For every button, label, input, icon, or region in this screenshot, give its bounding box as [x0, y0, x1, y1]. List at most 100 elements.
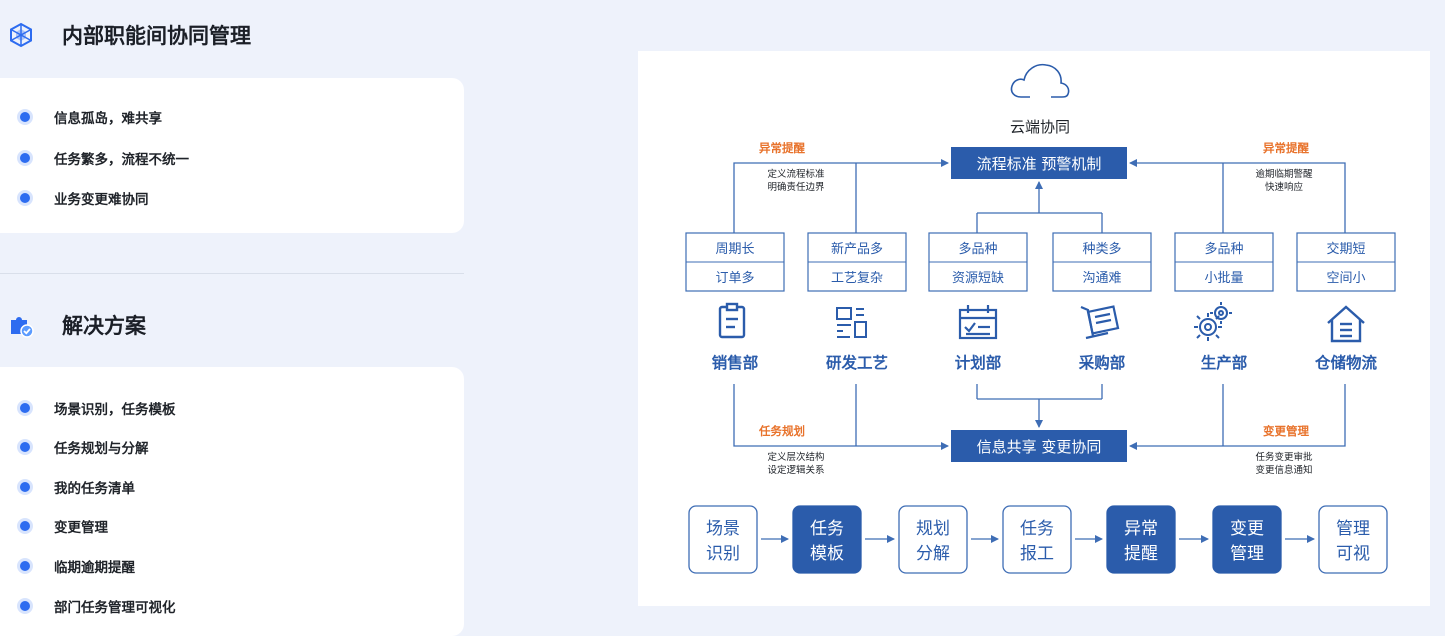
svg-text:工艺复杂: 工艺复杂 [831, 271, 883, 286]
layout-icon [836, 307, 867, 338]
list-item-label: 临期逾期提醒 [54, 560, 135, 576]
cloud-label: 云端协同 [1010, 118, 1070, 136]
list-item-label: 部门任务管理可视化 [54, 600, 176, 616]
warehouse-icon [1327, 305, 1365, 343]
svg-text:异常: 异常 [1124, 519, 1158, 539]
collaboration-diagram: 云端协同 流程标准 预警机制 异常提醒 定义流程标准 明确责任边界 异常提醒 逾… [638, 51, 1430, 606]
bullet-dot-icon [20, 482, 30, 492]
svg-text:沟通难: 沟通难 [1082, 271, 1121, 286]
list-item: 我的任务清单 [20, 477, 135, 497]
flow-step-2: 规划 分解 [898, 505, 968, 574]
svg-text:任务: 任务 [1020, 519, 1054, 539]
list-item: 部门任务管理可视化 [20, 596, 176, 616]
bullet-dot-icon [20, 153, 30, 163]
left-bottom-tag: 任务规划 [758, 424, 805, 438]
clipboard-icon [718, 302, 746, 339]
section-title-solution: 解决方案 [8, 310, 146, 340]
bottom-box-label: 信息共享 变更协同 [977, 438, 1102, 456]
svg-text:订单多: 订单多 [715, 270, 754, 286]
flow-step-1: 任务 模板 [792, 505, 862, 574]
svg-text:识别: 识别 [706, 544, 740, 564]
list-item-label: 任务规划与分解 [54, 441, 149, 457]
problem-card: 信息孤岛，难共享 任务繁多，流程不统一 业务变更难协同 [0, 78, 464, 233]
dept-box-0: 周期长 订单多 [685, 232, 785, 292]
list-item-label: 我的任务清单 [54, 481, 135, 497]
right-bottom-note-1: 任务变更审批 [1255, 451, 1313, 463]
section-title-text: 内部职能间协同管理 [62, 24, 251, 48]
dept-name-5: 仓储物流 [1314, 353, 1378, 372]
divider [0, 273, 464, 274]
left-top-note-1: 定义流程标准 [767, 168, 825, 180]
svg-text:周期长: 周期长 [715, 242, 754, 257]
list-item-label: 业务变更难协同 [54, 192, 149, 208]
flow-step-0: 场景 识别 [688, 505, 758, 574]
dept-name-2: 计划部 [955, 353, 1002, 372]
bullet-dot-icon [20, 561, 30, 571]
right-bottom-note-2: 变更信息通知 [1255, 464, 1312, 476]
section-title-text: 解决方案 [62, 314, 146, 338]
list-item-label: 信息孤岛，难共享 [54, 111, 162, 127]
list-item-label: 场景识别，任务模板 [54, 402, 176, 418]
list-item-label: 变更管理 [54, 520, 108, 536]
bullet-dot-icon [20, 193, 30, 203]
svg-text:多品种: 多品种 [958, 241, 997, 257]
list-item: 信息孤岛，难共享 [20, 107, 162, 127]
svg-text:资源短缺: 资源短缺 [952, 271, 1004, 286]
bullet-dot-icon [20, 112, 30, 122]
dept-name-4: 生产部 [1201, 353, 1248, 372]
flow-step-4: 异常 提醒 [1106, 505, 1176, 574]
svg-text:变更: 变更 [1230, 519, 1264, 539]
left-bottom-note-2: 设定逻辑关系 [767, 464, 824, 476]
bullet-dot-icon [20, 601, 30, 611]
left-top-tag: 异常提醒 [759, 141, 805, 155]
dept-box-2: 多品种 资源短缺 [928, 232, 1028, 292]
list-item: 变更管理 [20, 516, 108, 536]
puzzle-check-icon [11, 317, 34, 338]
gears-icon [1194, 302, 1232, 341]
cart-icon [1080, 305, 1120, 340]
top-box [951, 147, 1127, 179]
dept-name-3: 采购部 [1078, 353, 1126, 372]
bottom-box [951, 430, 1127, 462]
flow-step-6: 管理 可视 [1318, 505, 1388, 574]
list-item: 临期逾期提醒 [20, 556, 135, 576]
left-bottom-note-1: 定义层次结构 [767, 451, 824, 463]
svg-text:管理: 管理 [1230, 544, 1264, 564]
section-title-internal: 内部职能间协同管理 [8, 20, 251, 50]
top-box-label: 流程标准 预警机制 [977, 155, 1102, 173]
dept-box-4: 多品种 小批量 [1174, 232, 1274, 292]
right-top-tag: 异常提醒 [1263, 141, 1309, 155]
svg-text:报工: 报工 [1020, 544, 1054, 564]
svg-text:规划: 规划 [916, 519, 950, 539]
right-top-note-1: 逾期临期警醒 [1255, 168, 1313, 180]
dept-box-5: 交期短 空间小 [1296, 232, 1396, 292]
flow-step-5: 变更 管理 [1212, 505, 1282, 574]
svg-text:新产品多: 新产品多 [831, 241, 883, 257]
cube-network-icon [10, 22, 32, 48]
svg-text:空间小: 空间小 [1326, 271, 1365, 286]
calendar-icon [958, 305, 998, 340]
svg-text:提醒: 提醒 [1124, 544, 1158, 564]
dept-box-1: 新产品多 工艺复杂 [807, 232, 907, 292]
list-item: 场景识别，任务模板 [20, 398, 176, 418]
bullet-dot-icon [20, 403, 30, 413]
dept-name-0: 销售部 [712, 353, 759, 372]
svg-text:模板: 模板 [810, 544, 844, 564]
right-top-note-2: 快速响应 [1265, 181, 1304, 193]
svg-text:场景: 场景 [706, 519, 740, 539]
svg-text:小批量: 小批量 [1204, 271, 1243, 286]
right-bottom-tag: 变更管理 [1263, 424, 1309, 438]
diagram-svg: 云端协同 流程标准 预警机制 异常提醒 定义流程标准 明确责任边界 异常提醒 逾… [685, 63, 1396, 574]
svg-text:多品种: 多品种 [1204, 241, 1243, 257]
svg-text:种类多: 种类多 [1082, 241, 1121, 257]
left-top-note-2: 明确责任边界 [767, 181, 825, 193]
svg-text:任务: 任务 [810, 519, 844, 539]
dept-box-3: 种类多 沟通难 [1052, 232, 1152, 292]
list-item: 任务繁多，流程不统一 [20, 148, 189, 168]
dept-name-1: 研发工艺 [826, 353, 888, 372]
flow-step-3: 任务 报工 [1002, 505, 1072, 574]
list-item-label: 任务繁多，流程不统一 [54, 152, 189, 168]
svg-text:可视: 可视 [1336, 544, 1370, 564]
list-item: 任务规划与分解 [20, 437, 149, 457]
solution-card: 场景识别，任务模板 任务规划与分解 我的任务清单 变更管理 临期逾期提醒 部门任… [0, 367, 464, 636]
